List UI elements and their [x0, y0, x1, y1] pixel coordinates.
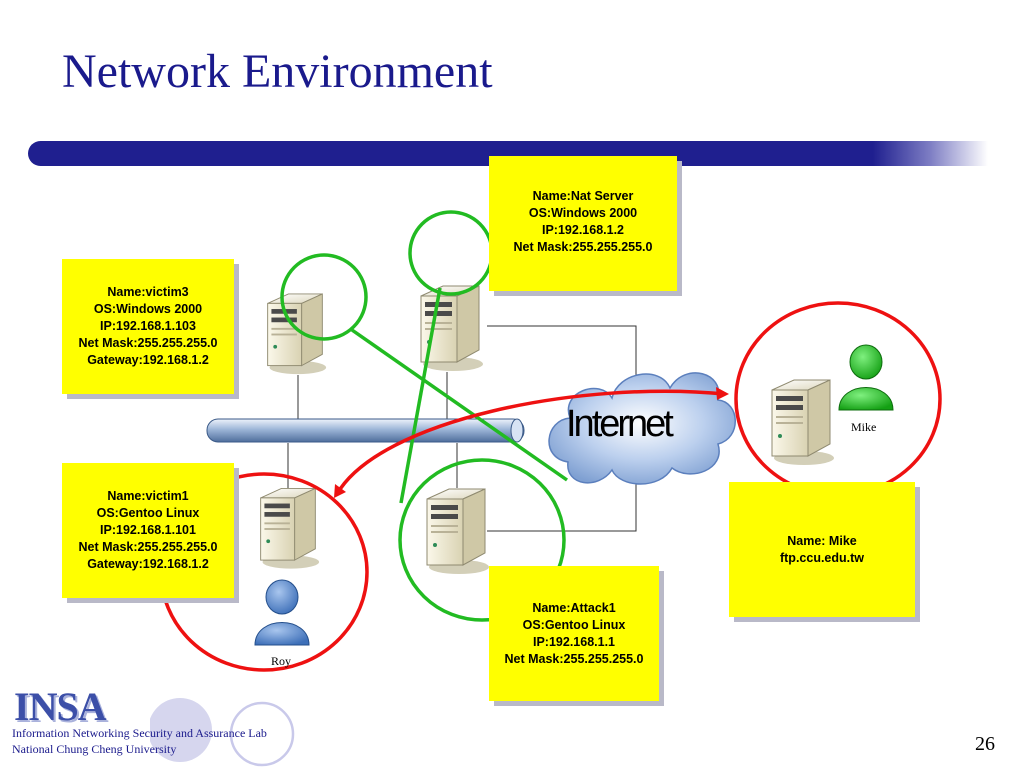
server-icon-victim1	[260, 487, 320, 570]
page-number: 26	[975, 733, 995, 755]
server-icon-mike	[771, 379, 835, 466]
person-label-roy: Roy	[271, 654, 292, 668]
footer-university: National Chung Cheng University	[12, 742, 177, 756]
person-icon-roy	[254, 579, 310, 646]
red-arrowheads	[334, 387, 729, 498]
green-annotations	[280, 210, 569, 622]
server-icon-nat	[420, 285, 484, 372]
insa-logo: INSA	[14, 684, 107, 729]
info-box-victim1: Name:victim1 OS:Gentoo Linux IP:192.168.…	[62, 463, 234, 598]
network-links	[287, 325, 637, 532]
footer-lab-name: Information Networking Security and Assu…	[12, 726, 267, 740]
network-bus-icon	[206, 418, 525, 443]
info-box-attack1: Name:Attack1 OS:Gentoo Linux IP:192.168.…	[489, 566, 659, 701]
server-icon-attack1	[426, 488, 490, 575]
info-box-victim3: Name:victim3 OS:Windows 2000 IP:192.168.…	[62, 259, 234, 394]
person-icon-mike	[838, 344, 894, 411]
info-box-nat-server: Name:Nat Server OS:Windows 2000 IP:192.1…	[489, 156, 677, 291]
info-box-mike: Name: Mike ftp.ccu.edu.tw	[729, 482, 915, 617]
server-icon-victim3	[267, 293, 327, 375]
cloud-icon: Internet	[548, 372, 736, 485]
footer-decoration	[150, 698, 295, 767]
person-label-mike: Mike	[851, 420, 877, 434]
cloud-label: Internet	[566, 403, 674, 445]
slide-title: Network Environment	[62, 45, 493, 98]
